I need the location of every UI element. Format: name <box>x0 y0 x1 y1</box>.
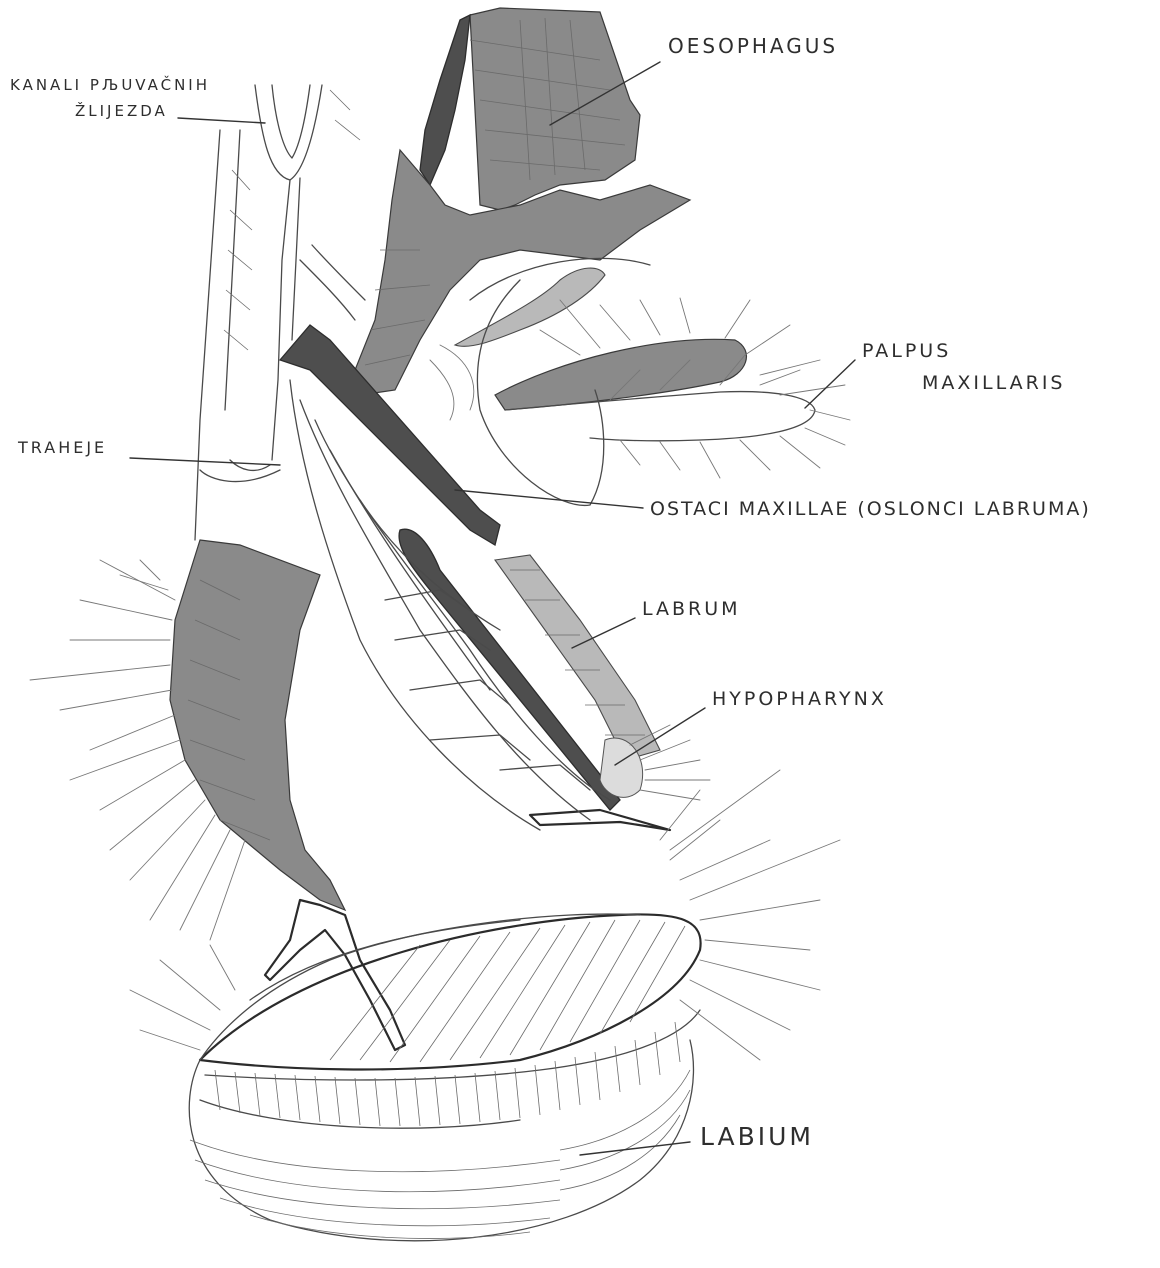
oesophagus-structure <box>355 8 690 395</box>
labrum-structure <box>495 555 660 760</box>
label-hypopharynx: HYPOPHARYNX <box>712 690 887 709</box>
label-ostaci: OSTACI MAXILLAE (OSLONCI LABRUMA) <box>650 500 1091 519</box>
label-labrum: LABRUM <box>642 600 741 619</box>
leader-kanali <box>178 118 265 123</box>
label-labium: LABIUM <box>700 1124 814 1149</box>
label-palpus-line1: PALPUS <box>862 342 951 361</box>
label-oesophagus: OESOPHAGUS <box>668 36 838 56</box>
traheje-structure <box>30 460 405 1050</box>
label-kanali-line2: ŽLIJEZDA <box>75 104 168 119</box>
leader-traheje <box>130 458 280 465</box>
label-kanali-line1: KANALI PЉUVAČNIH <box>10 78 210 93</box>
palpus-maxillaris <box>430 258 850 505</box>
label-traheje: TRAHEJE <box>18 440 107 456</box>
salivary-ducts <box>195 85 365 540</box>
label-palpus-line2: MAXILLARIS <box>922 374 1065 393</box>
leader-ostaci <box>455 490 643 508</box>
leader-palpus <box>805 360 855 408</box>
labium-structure <box>130 770 840 1241</box>
